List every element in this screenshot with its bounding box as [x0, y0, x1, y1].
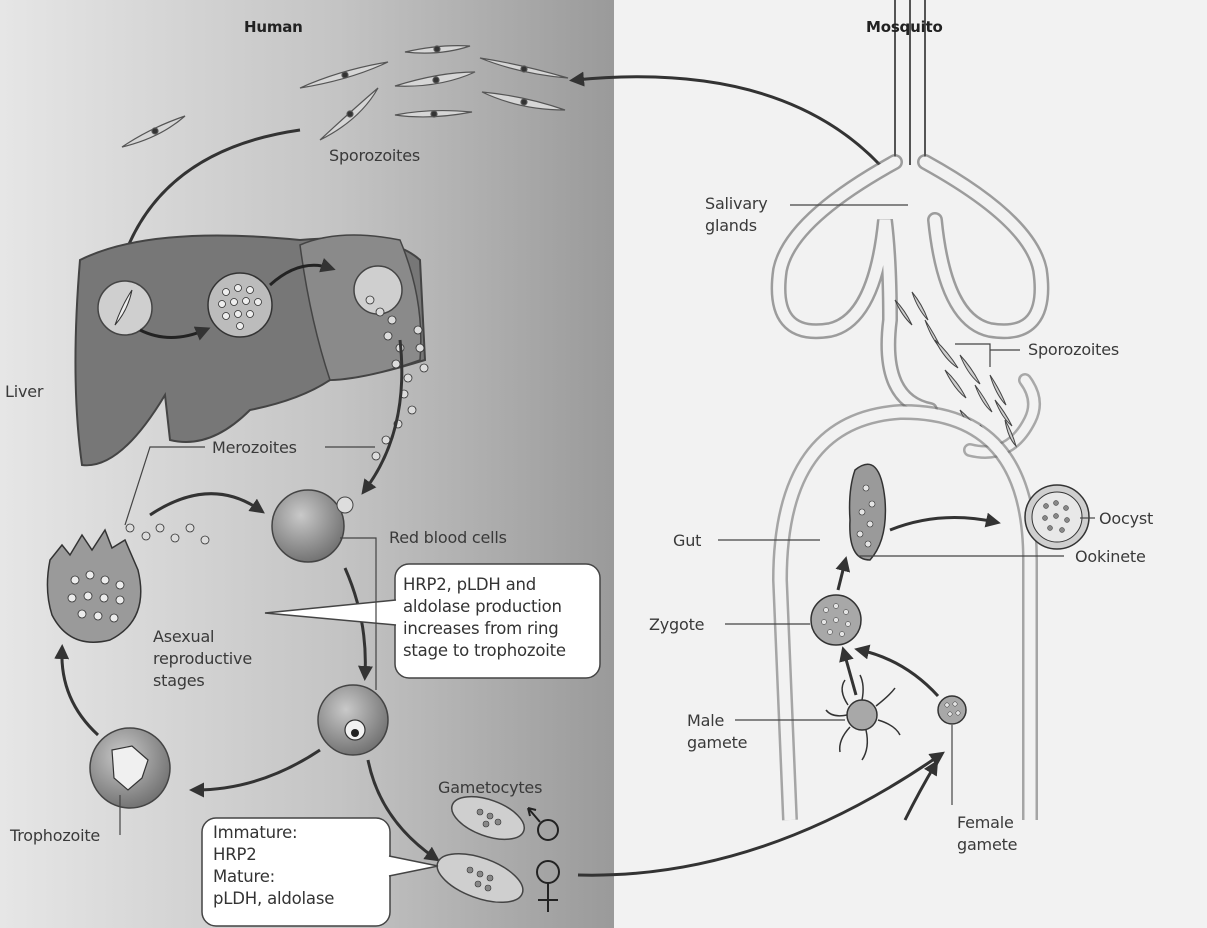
female-gamete-cell — [938, 696, 966, 724]
label-liver: Liver — [5, 381, 43, 403]
callout-hrp2-production: HRP2, pLDH and aldolase production incre… — [403, 574, 566, 662]
label-trophozoite: Trophozoite — [10, 825, 100, 847]
label-merozoites: Merozoites — [212, 437, 297, 459]
asexual-bursting-cell — [47, 530, 140, 642]
male-gamete-cell — [847, 700, 877, 730]
label-asexual-stages: Asexual reproductive stages — [153, 626, 252, 692]
label-red-blood-cells: Red blood cells — [389, 527, 507, 549]
label-gametocytes: Gametocytes — [438, 777, 542, 799]
callout-gametocyte-markers: Immature: HRP2 Mature: pLDH, aldolase — [213, 822, 334, 910]
label-ookinete: Ookinete — [1075, 546, 1146, 568]
header-human: Human — [244, 16, 303, 38]
label-salivary-glands: Salivary glands — [705, 193, 768, 237]
red-blood-cell — [272, 490, 344, 562]
label-gut: Gut — [673, 530, 701, 552]
label-oocyst: Oocyst — [1099, 508, 1153, 530]
merozoite-invading — [337, 497, 353, 513]
liver-bursting-cell — [354, 266, 402, 314]
label-male-gamete: Male gamete — [687, 710, 747, 754]
ring-stage-nucleus — [351, 729, 359, 737]
label-sporozoites-mosquito: Sporozoites — [1028, 339, 1119, 361]
header-mosquito: Mosquito — [866, 16, 943, 38]
label-female-gamete: Female gamete — [957, 812, 1017, 856]
label-sporozoites-human: Sporozoites — [329, 145, 420, 167]
label-zygote: Zygote — [649, 614, 704, 636]
